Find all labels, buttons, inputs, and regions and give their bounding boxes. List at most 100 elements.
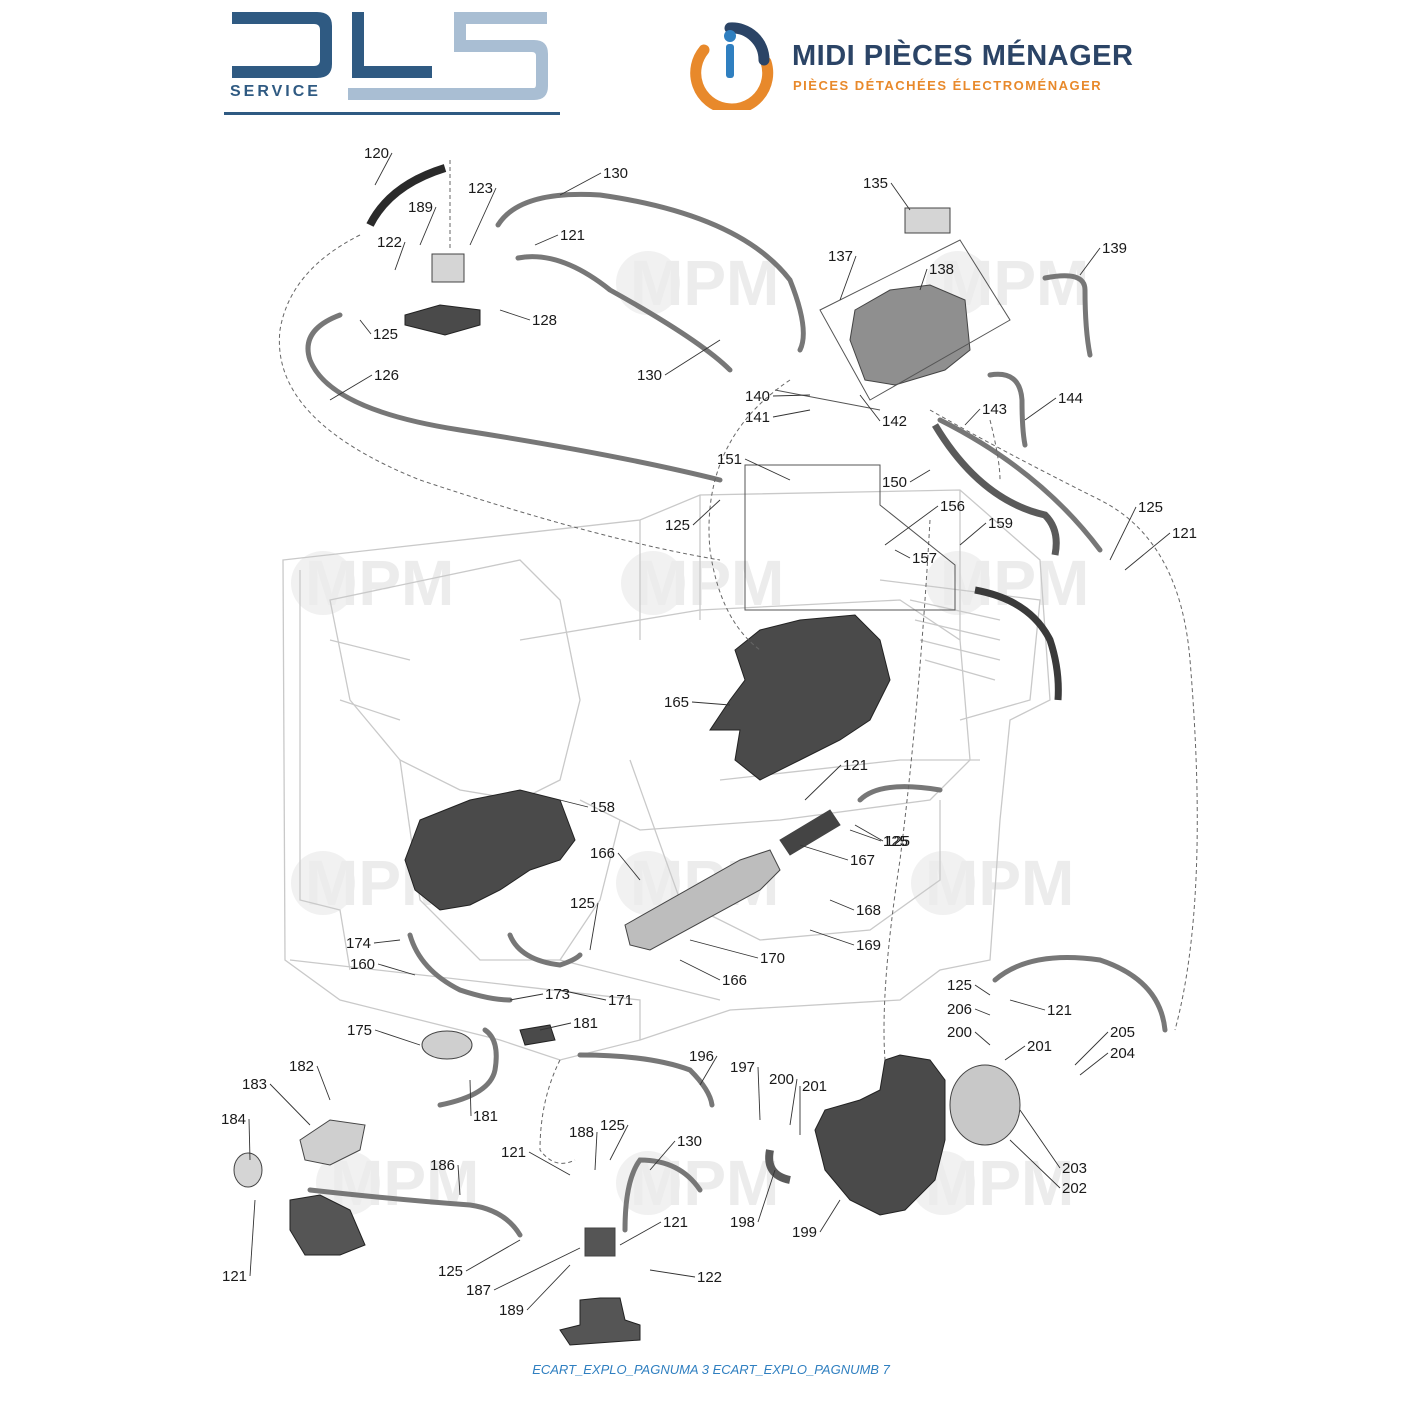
watermark-text: MPM — [630, 247, 779, 319]
part-label-125: 125 — [947, 977, 972, 994]
part-label-170: 170 — [760, 950, 785, 967]
leader-line — [974, 984, 991, 996]
part-label-142: 142 — [882, 413, 907, 430]
hose-139 — [1042, 273, 1093, 358]
watermark-text: MPM — [630, 1147, 779, 1219]
leader-line — [269, 1083, 311, 1126]
leader-line — [664, 339, 721, 376]
part-label-130: 130 — [603, 165, 628, 182]
part-label-199: 199 — [792, 1224, 817, 1241]
leader-line — [859, 394, 881, 422]
leader-line — [559, 989, 607, 1001]
machine-chassis — [282, 489, 1051, 1061]
leader-line — [559, 172, 602, 196]
midi-pieces-logo-mark — [684, 20, 776, 115]
part-120-tube — [366, 164, 447, 227]
part-198-hose — [765, 1149, 791, 1184]
part-label-175: 175 — [347, 1022, 372, 1039]
leader-line — [394, 241, 406, 271]
part-158-bracket — [404, 789, 576, 911]
hose-181 — [437, 1027, 499, 1108]
light-hoses — [305, 191, 1168, 1238]
leader-line — [377, 963, 416, 976]
leader-line — [465, 1239, 521, 1272]
leader-line — [1019, 1109, 1061, 1169]
part-label-157: 157 — [912, 550, 937, 567]
part-label-181: 181 — [473, 1108, 498, 1125]
part-label-138: 138 — [929, 261, 954, 278]
part-199-boiler — [814, 1054, 946, 1216]
part-137-group — [849, 284, 971, 386]
leader-line — [539, 1022, 572, 1031]
hose-160 — [407, 932, 513, 1003]
part-167-fitting — [779, 809, 841, 856]
part-170-heater — [624, 849, 781, 951]
part-label-144: 144 — [1058, 390, 1083, 407]
leader-line — [499, 309, 531, 321]
watermark-disc — [926, 551, 990, 615]
dark-parts — [289, 164, 1062, 1346]
midi-pieces-subtitle: PIÈCES DÉTACHÉES ÉLECTROMÉNAGER — [793, 78, 1103, 93]
part-label-166: 166 — [722, 972, 747, 989]
part-183-pump — [299, 1119, 366, 1166]
leader-line — [1009, 1139, 1061, 1189]
hose-121-right — [992, 955, 1168, 1033]
part-label-159: 159 — [988, 515, 1013, 532]
watermark-disc — [291, 551, 355, 615]
leader-line — [974, 1031, 991, 1046]
leader-line — [757, 1066, 761, 1121]
part-label-168: 168 — [856, 902, 881, 919]
leader-line — [799, 844, 849, 861]
hose-126 — [305, 312, 723, 483]
hose-130-bottom — [622, 1157, 703, 1233]
leader-line — [894, 549, 911, 559]
part-label-126: 126 — [374, 367, 399, 384]
leader-line — [974, 1008, 991, 1016]
leader-line — [534, 234, 559, 246]
leader-line — [457, 1164, 461, 1196]
watermark-disc — [621, 551, 685, 615]
part-label-203: 203 — [1062, 1160, 1087, 1177]
part-label-140: 140 — [745, 388, 770, 405]
part-label-204: 204 — [1110, 1045, 1135, 1062]
leader-line — [589, 902, 599, 951]
part-label-121: 121 — [1172, 525, 1197, 542]
leader-line — [919, 268, 928, 291]
part-label-166: 166 — [590, 845, 615, 862]
part-label-135: 135 — [863, 175, 888, 192]
leader-line — [804, 764, 842, 801]
part-label-121: 121 — [1047, 1002, 1072, 1019]
watermark-text: MPM — [305, 547, 454, 619]
part-label-201: 201 — [1027, 1038, 1052, 1055]
watermark-disc — [616, 251, 680, 315]
leader-line — [744, 458, 791, 481]
part-label-151: 151 — [717, 451, 742, 468]
part-label-205: 205 — [1110, 1024, 1135, 1041]
leader-line — [373, 939, 401, 944]
leader-line — [959, 522, 987, 546]
watermark-text: MPM — [940, 547, 1089, 619]
part-181-clip — [519, 1024, 556, 1046]
dls-service-logo — [222, 8, 562, 116]
part-label-121: 121 — [843, 757, 868, 774]
part-label-123: 123 — [468, 180, 493, 197]
leader-line — [609, 1124, 629, 1161]
part-label-182: 182 — [289, 1058, 314, 1075]
part-label-196: 196 — [689, 1048, 714, 1065]
leader-line — [528, 1151, 571, 1176]
leader-line — [1079, 1052, 1109, 1076]
part-label-181: 181 — [573, 1015, 598, 1032]
leader-line — [689, 939, 759, 959]
leader-line — [469, 1079, 472, 1117]
part-label-125: 125 — [373, 326, 398, 343]
part-label-165: 165 — [664, 694, 689, 711]
leader-line — [1109, 506, 1137, 561]
part-label-198: 198 — [730, 1214, 755, 1231]
midi-pieces-title: MIDI PIÈCES MÉNAGER — [792, 40, 1134, 72]
part-label-174: 174 — [346, 935, 371, 952]
part-label-197: 197 — [730, 1059, 755, 1076]
leader-line — [909, 469, 931, 483]
part-label-121: 121 — [663, 1214, 688, 1231]
leader-line — [1004, 1045, 1026, 1061]
